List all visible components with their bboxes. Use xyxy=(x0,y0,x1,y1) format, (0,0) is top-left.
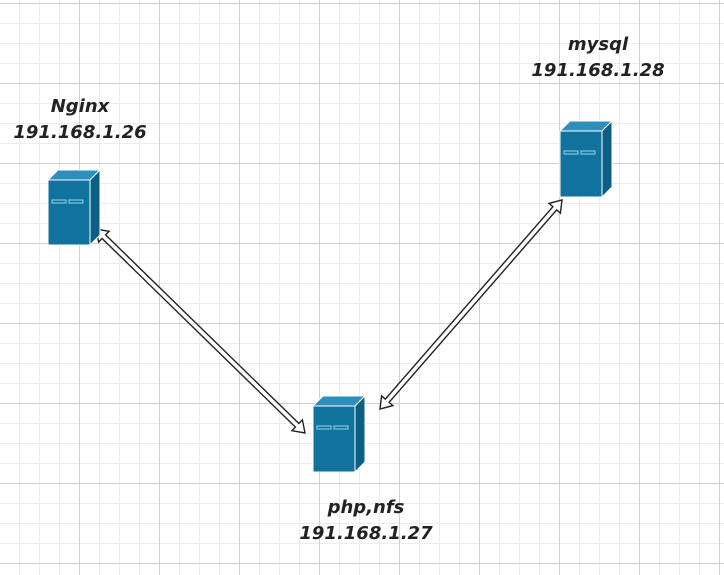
nginx-php-double-arrow xyxy=(95,228,306,434)
php-server-front xyxy=(312,405,356,473)
nginx-server-front xyxy=(47,179,91,246)
php-name: php,nfs xyxy=(327,497,405,518)
nginx-server-side xyxy=(89,168,101,247)
php-mysql-double-arrow xyxy=(379,199,563,410)
mysql-label: mysql 191.168.1.28 xyxy=(518,32,678,84)
nginx-drive-slot xyxy=(51,199,67,204)
php-label: php,nfs 191.168.1.27 xyxy=(286,495,446,547)
mysql-name: mysql xyxy=(567,34,629,55)
connectors-layer xyxy=(95,199,563,434)
nginx-drive-slot xyxy=(68,199,84,204)
mysql-drive-slot xyxy=(580,150,596,155)
mysql-server-side xyxy=(601,119,613,199)
php-server-side xyxy=(354,394,366,474)
nginx-server-icon xyxy=(46,168,102,247)
mysql-drive-slot xyxy=(563,150,579,155)
mysql-server-icon xyxy=(558,119,614,199)
nginx-label: Nginx 191.168.1.26 xyxy=(0,94,160,146)
nginx-ip: 191.168.1.26 xyxy=(13,122,147,143)
mysql-server-front xyxy=(559,130,603,198)
php-drive-slot xyxy=(333,425,349,430)
php-drive-slot xyxy=(316,425,332,430)
php-server-icon xyxy=(311,394,367,474)
mysql-ip: 191.168.1.28 xyxy=(531,60,665,81)
php-ip: 191.168.1.27 xyxy=(299,523,433,544)
nginx-name: Nginx xyxy=(50,96,110,117)
servers-layer xyxy=(46,119,614,474)
